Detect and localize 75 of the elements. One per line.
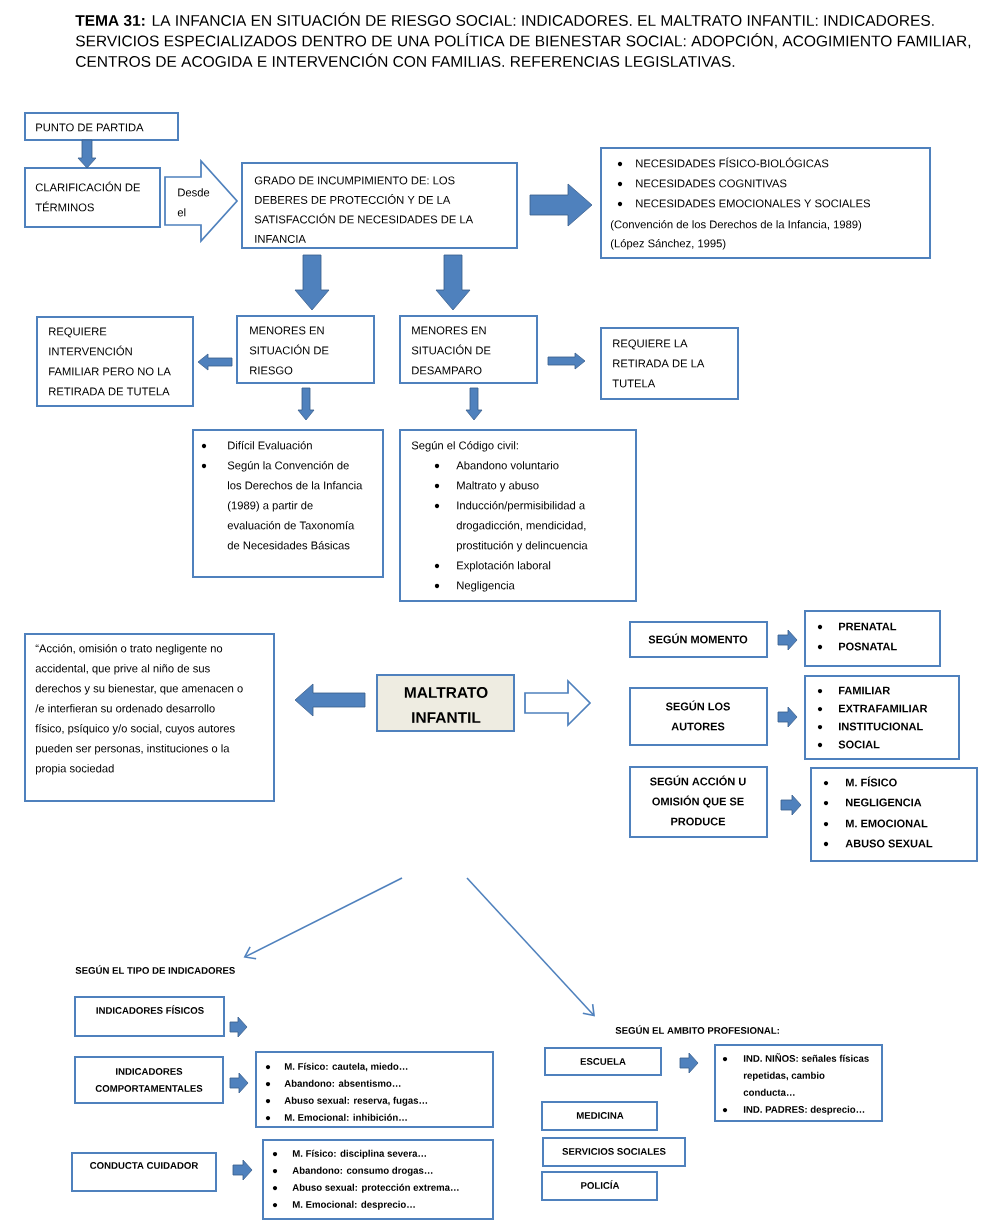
concept-box: MEDICINA: [541, 1101, 658, 1131]
list-item: Abuso sexual: protección extrema…: [292, 1183, 459, 1193]
list-item: ABUSO SEXUAL: [845, 839, 933, 848]
list-item: Abuso sexual: reserva, fugas…: [284, 1096, 428, 1106]
list-item: NEGLIGENCIA: [846, 798, 922, 807]
category-box: SEGÚN LOS AUTORES: [629, 687, 768, 746]
section-heading: SEGÚN EL AMBITO PROFESIONAL:: [615, 1025, 779, 1034]
block-arrow: [294, 683, 366, 717]
list-item: IND. NIÑOS: señales físicas repetidas, cambio conducta…: [743, 1053, 869, 1096]
block-arrow: [435, 254, 471, 311]
list-item: Inducción/permisibilidad a drogadicción, mendicidad, prostitución y delincuencia: [456, 501, 588, 552]
list-item: Abandono: consumo drogas…: [292, 1166, 433, 1176]
list-item: EXTRAFAMILIAR: [839, 704, 928, 713]
list-item: NECESIDADES EMOCIONALES Y SOCIALES: [636, 199, 870, 208]
list-item: Maltrato y abuso: [457, 481, 539, 492]
concept-box: MENORES EN SITUACIÓN DE DESAMPARO: [399, 315, 538, 384]
block-arrow: [679, 1052, 699, 1074]
arrow: [466, 877, 595, 1017]
list-item: IND. PADRES: desprecio…: [743, 1105, 865, 1115]
list-item: M. Emocional: inhibición…: [284, 1113, 407, 1121]
block-arrow: [197, 353, 233, 371]
hollow-arrow: [524, 678, 592, 728]
concept-box: SERVICIOS SOCIALES: [542, 1137, 686, 1167]
list-item: Negligencia: [457, 581, 515, 592]
concept-box: PUNTO DE PARTIDA: [24, 112, 179, 141]
list-item: NECESIDADES FÍSICO-BIOLÓGICAS: [636, 157, 829, 168]
concept-box: GRADO DE INCUMPIMIENTO DE: LOS DEBERES DE PROTECCIÓN Y DE LA SATISFACCIÓN DE NECESIDADES DE LA INFANCIA: [241, 162, 518, 249]
block-arrow: [465, 387, 483, 421]
concept-box: MENORES EN SITUACIÓN DE RIESGO: [236, 315, 375, 384]
list-item: INSTITUCIONAL: [839, 722, 923, 731]
concept-box: REQUIERE INTERVENCIÓN FAMILIAR PERO NO LA RETIRADA DE TUTELA: [36, 316, 194, 407]
block-arrow: [529, 183, 593, 227]
concept-box: INDICADORES FÍSICOS: [74, 996, 225, 1037]
list-item: Explotación laboral: [457, 561, 551, 572]
block-arrow: [297, 387, 315, 421]
list-item: M. Emocional: desprecio…: [292, 1200, 415, 1210]
block-arrow: [229, 1072, 249, 1094]
list-item: M. Físico: disciplina severa…: [292, 1149, 426, 1159]
block-arrow: [229, 1016, 248, 1038]
block-arrow: [777, 706, 798, 728]
concept-box: POLICÍA: [541, 1171, 658, 1201]
edge-label: Desde el: [176, 181, 217, 218]
list-item: SOCIAL: [838, 740, 880, 749]
list-item: (Convención de los Derechos de la Infancia, 1989): [610, 220, 862, 231]
category-box: SEGÚN ACCIÓN U OMISIÓN QUE SE PRODUCE: [629, 766, 768, 838]
highlighted-box: MALTRATO INFANTIL: [376, 674, 515, 732]
list-item: NECESIDADES COGNITIVAS: [636, 179, 787, 188]
list-item: Abandono voluntario: [456, 461, 559, 470]
concept-box: CLARIFICACIÓN DE TÉRMINOS: [24, 167, 161, 228]
list-item: M. EMOCIONAL: [846, 819, 928, 828]
block-arrow: [777, 629, 798, 651]
list-item: FAMILIAR: [839, 686, 890, 695]
concept-box: CONDUCTA CUIDADOR: [71, 1152, 217, 1192]
concept-box: INDICADORES COMPORTAMENTALES: [74, 1056, 224, 1104]
definition-box: “Acción, omisión o trato negligente no accidental, que prive al niño de sus derechos y su bienestar, que amenacen o /e interfieran su ordenado desarrollo físico, psíquico y/o social, cuyos autores pueden ser personas, instituciones o la propia sociedad: [24, 633, 275, 802]
list-item: Según el Código civil:: [411, 441, 518, 452]
arrow: [243, 877, 403, 960]
block-arrow: [77, 139, 97, 169]
block-arrow: [294, 254, 330, 311]
list-item: PRENATAL: [839, 622, 897, 631]
list-item: Difícil Evaluación: [228, 441, 312, 450]
title: TEMA 31: LA INFANCIA EN SITUACIÓN DE RIESGO SOCIAL: INDICADORES. EL MALTRATO INFANTIL: INDICADORES. SERVICIOS ESPECIALIZADOS DENTRO DE UNA POLÍTICA DE BIENESTAR SOCIAL: ADOPCIÓN, ACOGIMIENTO FAMILIAR, CENTROS DE ACOGIDA E INTERVENCIÓN CON FAMILIAS. REFERENCIAS LEGISLATIVAS.: [75, 12, 971, 67]
concept-box: ESCUELA: [544, 1047, 662, 1076]
concept-box: REQUIERE LA RETIRADA DE LA TUTELA: [600, 327, 739, 400]
list-item: Según la Convención de los Derechos de la Infancia (1989) a partir de evaluación de Taxonomía de Necesidades Básicas: [227, 461, 363, 550]
block-arrow: [547, 352, 586, 370]
list-item: POSNATAL: [839, 642, 897, 651]
list-item: M. FÍSICO: [846, 776, 897, 787]
list-item: M. Físico: cautela, miedo…: [284, 1062, 408, 1072]
list-item: (López Sánchez, 1995): [610, 239, 726, 250]
list-item: Abandono: absentismo…: [284, 1079, 401, 1087]
category-box: SEGÚN MOMENTO: [629, 621, 768, 658]
block-arrow: [780, 794, 802, 816]
section-heading: SEGÚN EL TIPO DE INDICADORES: [75, 965, 235, 974]
block-arrow: [232, 1159, 253, 1181]
